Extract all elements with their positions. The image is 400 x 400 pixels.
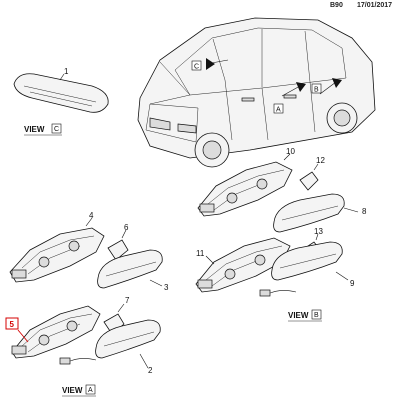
car-view-letter-b: B	[314, 87, 319, 94]
callout-6: 6	[124, 223, 129, 232]
callout-7: 7	[125, 296, 130, 305]
view-b-label: VIEW	[288, 311, 309, 320]
highlight-box	[5, 317, 19, 330]
callout-1: 1	[64, 67, 69, 76]
callout-12: 12	[316, 156, 325, 165]
view-c-letter: C	[54, 126, 59, 133]
callout-5: 5	[10, 320, 15, 329]
callout-11: 11	[196, 249, 205, 258]
diagram-date: 17/01/2017	[357, 2, 393, 9]
callout-9: 9	[350, 279, 355, 288]
tailgate-handle-part-1	[13, 73, 109, 113]
callout-10: 10	[286, 147, 295, 156]
right-rear-handle-assembly	[195, 233, 349, 297]
view-a-letter: A	[88, 387, 93, 394]
rear-door-handle-assembly	[11, 303, 161, 369]
car-view-letter-a: A	[276, 107, 281, 114]
view-c-group	[13, 73, 109, 113]
view-c-label: VIEW	[24, 125, 45, 134]
car-view-letter-c: C	[194, 64, 199, 71]
vehicle-illustration	[137, 17, 376, 168]
front-door-handle-assembly	[9, 217, 163, 289]
diagram-code: B90	[330, 2, 343, 9]
callout-2: 2	[148, 366, 153, 375]
callout-13: 13	[314, 227, 323, 236]
view-a-label: VIEW	[62, 386, 83, 395]
callout-4: 4	[89, 211, 94, 220]
callout-3: 3	[164, 283, 169, 292]
right-front-handle-assembly	[197, 153, 359, 233]
callout-8: 8	[362, 207, 367, 216]
view-b-letter: B	[314, 312, 319, 319]
